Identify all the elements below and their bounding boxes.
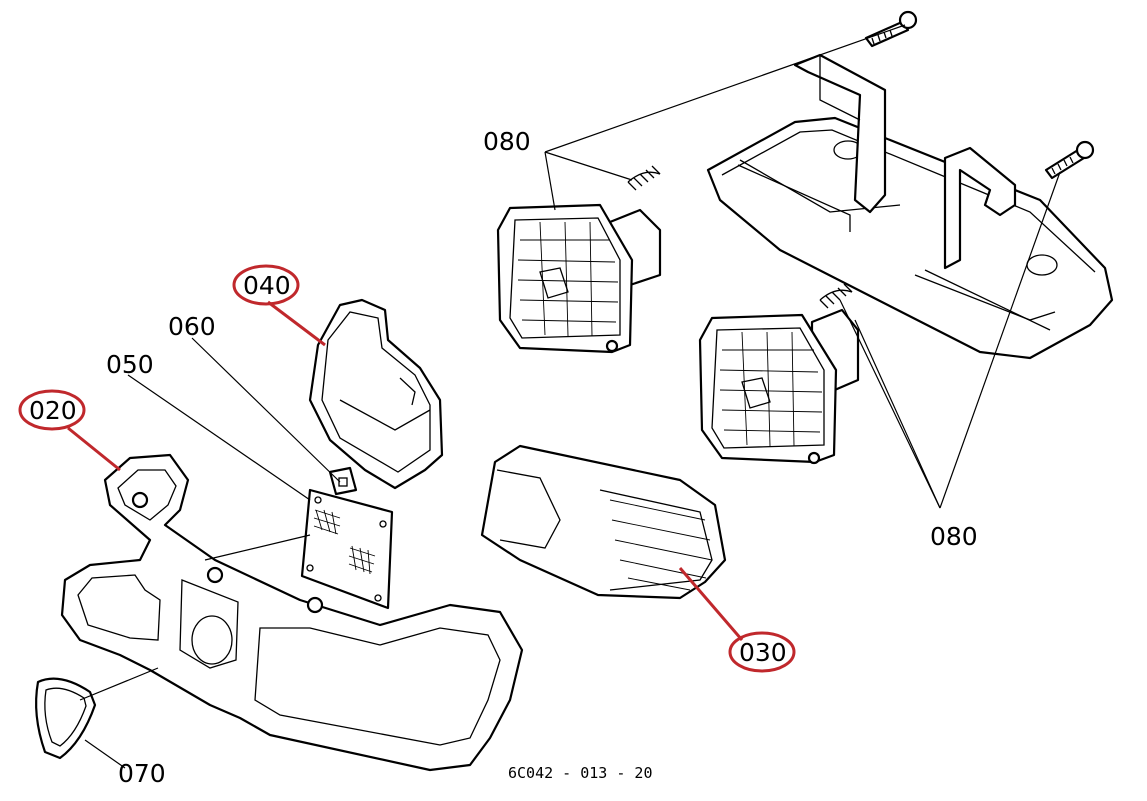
callout-050: 050 bbox=[106, 350, 154, 379]
mounting-bolt-right bbox=[1044, 140, 1095, 180]
highlight-leader-lines bbox=[67, 300, 744, 641]
drawing-code: 6C042 - 013 - 20 bbox=[508, 764, 653, 782]
spring-lower bbox=[819, 283, 853, 309]
spring-upper bbox=[627, 165, 661, 191]
highlight-ring-030 bbox=[728, 631, 796, 673]
part-030-lamp-housing bbox=[480, 444, 727, 600]
upper-bracket bbox=[793, 53, 1017, 270]
highlight-rings bbox=[18, 264, 796, 673]
callout-070: 070 bbox=[118, 759, 166, 788]
mounting-bolt-top bbox=[864, 10, 918, 48]
callout-080-top: 080 bbox=[483, 127, 531, 156]
part-050-mesh-plate bbox=[300, 488, 394, 610]
callout-020: 020 bbox=[29, 396, 77, 425]
part-040-lamp-bezel bbox=[308, 298, 444, 490]
callout-060: 060 bbox=[168, 312, 216, 341]
callout-030: 030 bbox=[739, 638, 787, 667]
part-060-clip bbox=[328, 466, 358, 496]
leader-lines bbox=[79, 24, 1061, 769]
callout-labels: 080 080 040 060 050 020 030 070 6C042 - … bbox=[29, 127, 978, 788]
headlight-left bbox=[496, 203, 662, 354]
part-070-gasket bbox=[35, 677, 97, 760]
highlight-ring-020 bbox=[18, 389, 86, 431]
headlight-right bbox=[698, 308, 860, 465]
highlight-ring-040 bbox=[232, 264, 300, 306]
callout-040: 040 bbox=[243, 271, 291, 300]
callout-080-bottom: 080 bbox=[930, 522, 978, 551]
headlight-mounting-plate bbox=[706, 116, 1114, 360]
part-020-frame bbox=[60, 453, 524, 772]
